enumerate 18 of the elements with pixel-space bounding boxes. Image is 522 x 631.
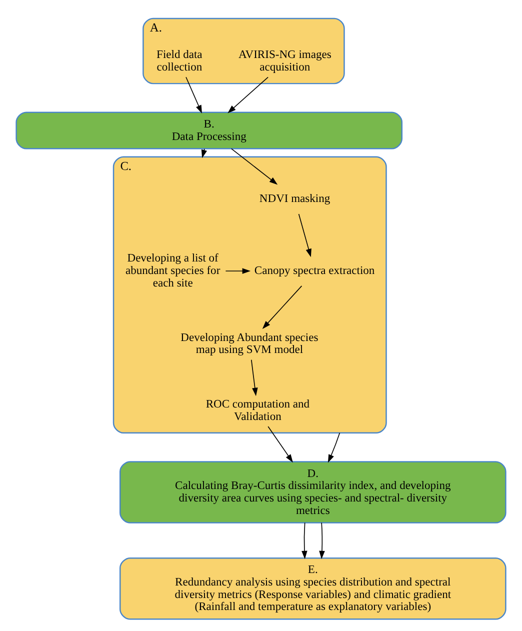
arrow (328, 432, 340, 463)
node-box: B. Data Processing (16, 112, 402, 150)
node-box: E. Redundancy analysis using species distribution and spectral diversity metrics (Response variables) and climatic gradient (Rainfall and temperature as explanatory variables) (120, 558, 506, 620)
arrow (319, 522, 325, 560)
node-text: Canopy spectra extraction (254, 265, 375, 278)
arrow (262, 286, 302, 329)
arrow (225, 268, 251, 274)
node-text: ROC computation and Validation (206, 398, 310, 423)
arrow (230, 148, 278, 185)
node-text: NDVI masking (259, 192, 330, 205)
arrow (250, 359, 258, 396)
arrow (298, 214, 312, 258)
node-text: Developing Abundant species map using SVM model (180, 332, 318, 356)
node-text: AVIRIS-NG images acquisition (238, 49, 332, 74)
node-box: D. Calculating Bray-Curtis dissimilarity index, and developing diversity area curves using species- and spectral- diversity metrics (120, 461, 506, 524)
node-text: Field data collection (156, 49, 202, 74)
arrow (302, 522, 308, 560)
node-text: Developing a list of abundant species for each site (126, 252, 220, 290)
